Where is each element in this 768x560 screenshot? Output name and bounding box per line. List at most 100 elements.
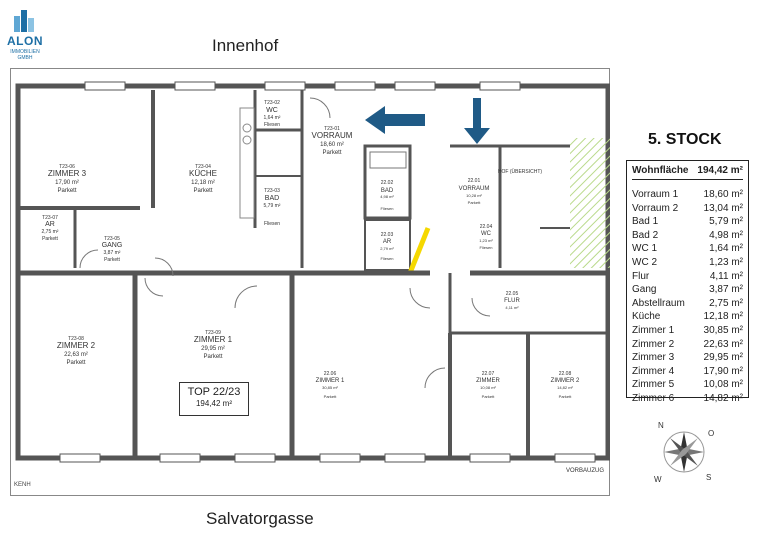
- area-total-value: 194,42 m²: [697, 165, 743, 176]
- area-row-name: Flur: [632, 270, 650, 282]
- room-code: 22.01: [468, 178, 481, 184]
- area-row-value: 2,75 m²: [709, 297, 743, 309]
- area-row-name: Zimmer 2: [632, 338, 675, 350]
- area-row-name: Zimmer 1: [632, 324, 675, 336]
- area-row-value: 3,87 m²: [709, 284, 743, 296]
- room-name: ZIMMER: [476, 378, 500, 384]
- room-floor: Fliesen: [264, 122, 280, 128]
- room-name: ZIMMER 3: [48, 169, 87, 178]
- room-code: T23-02: [264, 100, 280, 106]
- area-row-value: 13,04 m²: [703, 202, 743, 214]
- room-area: 22,63 m²: [64, 352, 88, 358]
- area-row-value: 29,95 m²: [703, 352, 743, 364]
- unit-title: TOP 22/23: [187, 386, 241, 398]
- area-row-name: Zimmer 6: [632, 392, 675, 404]
- room-floor: Parkett: [104, 257, 120, 263]
- storage-walls: [364, 219, 411, 271]
- room-name: BAD: [265, 195, 279, 202]
- area-row-value: 17,90 m²: [703, 365, 743, 377]
- room-area: 2,79 m²: [380, 246, 394, 251]
- room-area: 18,60 m²: [320, 142, 344, 148]
- room-area: 17,90 m²: [55, 180, 79, 186]
- room-floor: Fliesen: [381, 256, 394, 261]
- area-row-name: Gang: [632, 284, 657, 296]
- room-code: T23-01: [324, 126, 340, 132]
- area-row-value: 30,85 m²: [703, 324, 743, 336]
- room-name: ZIMMER 1: [316, 378, 345, 384]
- vorbauzug-label: VORBAUZUG: [566, 468, 604, 474]
- area-row: Zimmer 6 14,82 m²: [632, 392, 743, 406]
- windows-top: [84, 81, 521, 91]
- room-floor: Parkett: [322, 150, 341, 156]
- area-row-name: Bad 2: [632, 229, 659, 241]
- room-floor: Fliesen: [480, 245, 493, 250]
- logo-subtitle: IMMOBILIEN GMBH: [10, 49, 40, 61]
- room-name: KÜCHE: [189, 169, 217, 178]
- room-code: 22.02: [381, 180, 394, 186]
- area-row: Flur 4,11 m²: [632, 270, 743, 284]
- room-floor: Parkett: [42, 236, 58, 242]
- room-name: BAD: [381, 188, 394, 194]
- room-name: FLUR: [504, 298, 520, 304]
- street-heading: Salvatorgasse: [206, 509, 314, 528]
- area-row-value: 1,64 m²: [709, 243, 743, 255]
- area-row: Zimmer 5 10,08 m²: [632, 378, 743, 392]
- room-floor: Parkett: [66, 360, 85, 366]
- area-row-value: 22,63 m²: [703, 338, 743, 350]
- bath-walls: [363, 144, 412, 220]
- room-code: T23-07: [42, 215, 58, 221]
- compass-n: N: [658, 421, 664, 430]
- area-row: Gang 3,87 m²: [632, 283, 743, 297]
- compass-s: S: [706, 473, 711, 482]
- room-code: T23-09: [205, 330, 221, 336]
- courtyard-heading: Innenhof: [212, 36, 279, 55]
- room-name: VORRAUM: [459, 186, 490, 192]
- room-code: 22.04: [480, 224, 493, 230]
- area-row-value: 18,60 m²: [703, 189, 743, 200]
- building-logo-icon: [14, 10, 34, 32]
- area-row-name: Zimmer 5: [632, 379, 675, 391]
- area-row-value: 1,23 m²: [709, 256, 743, 268]
- room-area: 4,98 m²: [380, 194, 394, 199]
- room-code: 22.05: [506, 291, 519, 297]
- room-code: 22.03: [381, 232, 394, 238]
- area-row-value: 5,79 m²: [709, 216, 743, 228]
- room-area: 4,11 m²: [505, 305, 519, 310]
- floor-plan: T23-06 ZIMMER 3 17,90 m² Parkett T23-04 …: [10, 68, 610, 496]
- plan-frame: [10, 68, 610, 496]
- room-name: WC: [266, 107, 278, 114]
- room-area: 10,28 m²: [466, 193, 482, 198]
- room-name: ZIMMER 1: [194, 335, 233, 344]
- room-floor: Fliesen: [264, 221, 280, 227]
- area-row: Küche 12,18 m²: [632, 310, 743, 324]
- compass-w: W: [654, 475, 662, 484]
- room-name: VORRAUM: [312, 131, 353, 140]
- room-floor: Parkett: [57, 188, 76, 194]
- room-code: 22.07: [482, 371, 495, 377]
- area-total-label: Wohnfläche: [632, 165, 689, 176]
- area-row-value: 14,82 m²: [703, 392, 743, 404]
- room-floor: Parkett: [482, 394, 496, 399]
- room-floor: Parkett: [324, 394, 338, 399]
- room-name: ZIMMER 2: [57, 341, 96, 350]
- room-floor: Parkett: [468, 200, 482, 205]
- area-row-value: 10,08 m²: [703, 379, 743, 391]
- area-row-value: 12,18 m²: [703, 311, 743, 323]
- room-floor: Parkett: [559, 394, 573, 399]
- room-area: 5,79 m²: [264, 203, 281, 209]
- area-row-name: Küche: [632, 311, 661, 323]
- room-code: 22.06: [324, 371, 337, 377]
- area-row-value: 4,11 m²: [709, 270, 743, 282]
- entrance-arrow-down-icon: [464, 98, 490, 144]
- room-area: 30,85 m²: [322, 385, 338, 390]
- room-area: 1,23 m²: [479, 238, 493, 243]
- room-name: ZIMMER 2: [551, 378, 580, 384]
- room-floor: Parkett: [203, 354, 222, 360]
- logo-name: ALON: [7, 34, 43, 48]
